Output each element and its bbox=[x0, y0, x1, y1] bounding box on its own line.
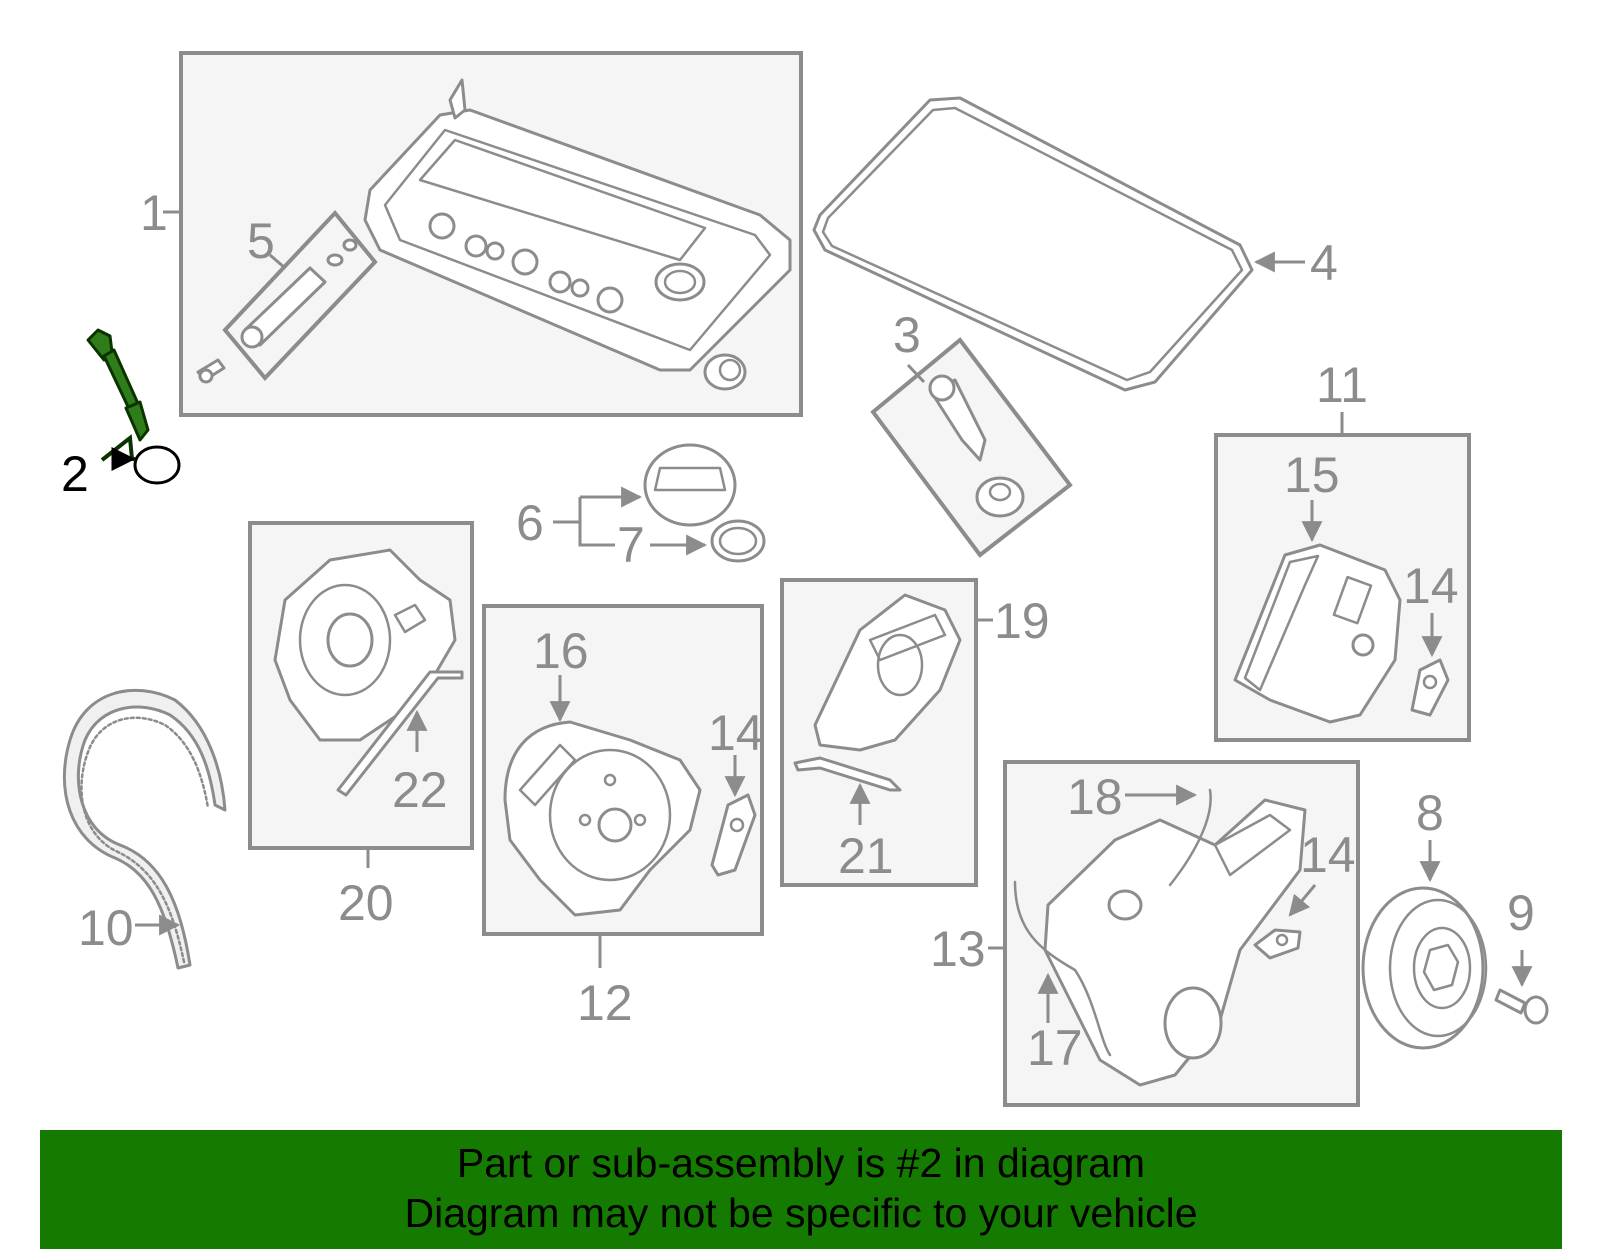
callout-3[interactable]: 3 bbox=[893, 307, 921, 363]
crankshaft-pulley[interactable]: 8 bbox=[1361, 785, 1488, 1050]
pcv-valve-group[interactable]: 5 bbox=[196, 209, 378, 384]
callout-7[interactable]: 7 bbox=[617, 517, 645, 573]
rear-timing-cover-part[interactable] bbox=[273, 548, 457, 742]
callout-5[interactable]: 5 bbox=[247, 213, 275, 269]
info-banner: Part or sub-assembly is #2 in diagram Di… bbox=[40, 1130, 1562, 1249]
callout-14b[interactable]: 14 bbox=[1403, 558, 1459, 614]
filler-cap-group[interactable]: 6 7 bbox=[516, 443, 766, 573]
valve-cover-part[interactable] bbox=[363, 78, 792, 372]
callout-19[interactable]: 19 bbox=[994, 593, 1050, 649]
callout-2[interactable]: 2 bbox=[61, 446, 89, 502]
lower-timing-cover-group: 13 17 18 14 bbox=[930, 760, 1360, 1107]
callout-6[interactable]: 6 bbox=[516, 495, 544, 551]
part-2-highlighted[interactable]: 2 bbox=[61, 328, 181, 502]
rear-upper-cover-group: 11 15 14 bbox=[1214, 357, 1471, 742]
banner-line-1: Part or sub-assembly is #2 in diagram bbox=[456, 1140, 1146, 1186]
callout-1[interactable]: 1 bbox=[140, 185, 168, 241]
callout-9[interactable]: 9 bbox=[1507, 885, 1535, 941]
sensor-group[interactable]: 3 bbox=[870, 307, 1073, 558]
gasket-17[interactable] bbox=[1013, 880, 1112, 1057]
valve-cover-group: 1 bbox=[140, 51, 803, 417]
callout-14a[interactable]: 14 bbox=[708, 705, 764, 761]
valve-cover-gasket[interactable]: 4 bbox=[812, 96, 1338, 392]
callout-11[interactable]: 11 bbox=[1316, 357, 1368, 413]
callout-17[interactable]: 17 bbox=[1027, 1020, 1083, 1076]
upper-cover-group: 21 19 bbox=[780, 578, 1050, 887]
callout-16[interactable]: 16 bbox=[533, 623, 589, 679]
cover-washer-14b[interactable] bbox=[1410, 658, 1450, 717]
cover-washer-14c[interactable] bbox=[1253, 928, 1302, 960]
middle-timing-cover-group: 16 14 12 bbox=[482, 604, 764, 1031]
upper-cover-part[interactable] bbox=[813, 593, 962, 752]
banner-line-2: Diagram may not be specific to your vehi… bbox=[404, 1190, 1198, 1236]
callout-22[interactable]: 22 bbox=[392, 762, 448, 818]
cover-washer-14a[interactable] bbox=[710, 793, 757, 877]
callout-21[interactable]: 21 bbox=[838, 828, 894, 884]
pulley-bolt[interactable]: 9 bbox=[1494, 885, 1549, 1025]
callout-14c[interactable]: 14 bbox=[1300, 827, 1356, 883]
timing-belt[interactable]: 10 bbox=[62, 688, 227, 970]
cover-grommet-part[interactable] bbox=[703, 353, 747, 391]
callout-4[interactable]: 4 bbox=[1310, 235, 1338, 291]
callout-15[interactable]: 15 bbox=[1284, 447, 1340, 503]
rear-timing-cover-group: 22 20 bbox=[248, 521, 474, 931]
rear-upper-cover-part[interactable] bbox=[1233, 543, 1402, 724]
middle-timing-cover-part[interactable] bbox=[503, 720, 702, 917]
callout-10[interactable]: 10 bbox=[78, 900, 134, 956]
callout-13[interactable]: 13 bbox=[930, 921, 986, 977]
callout-20[interactable]: 20 bbox=[338, 875, 394, 931]
gasket-18[interactable] bbox=[1168, 788, 1212, 887]
seal-strip-22[interactable] bbox=[336, 670, 464, 797]
callout-12[interactable]: 12 bbox=[577, 975, 633, 1031]
callout-18[interactable]: 18 bbox=[1067, 769, 1123, 825]
callout-8[interactable]: 8 bbox=[1416, 785, 1444, 841]
seal-strip-21[interactable] bbox=[793, 756, 902, 792]
lower-timing-cover-part[interactable] bbox=[1043, 798, 1307, 1087]
